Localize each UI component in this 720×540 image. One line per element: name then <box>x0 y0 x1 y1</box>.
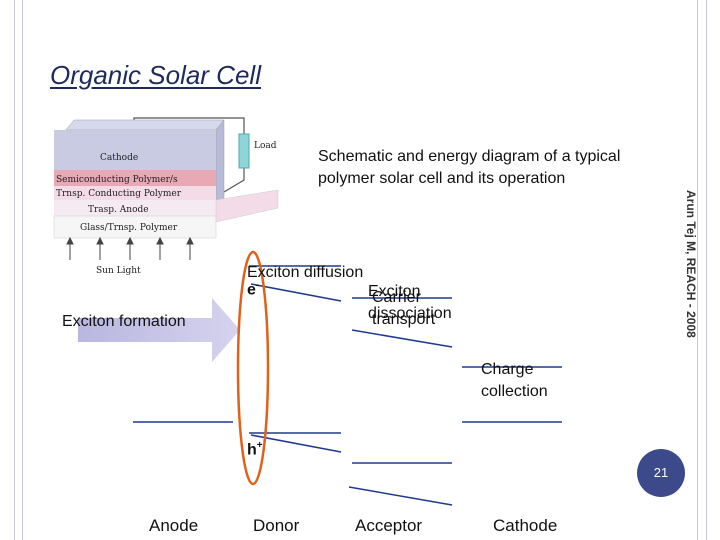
charge-collection-label-1: Charge <box>481 361 534 378</box>
column-label-donor: Donor <box>253 516 300 535</box>
column-label-acceptor: Acceptor <box>355 516 423 535</box>
load-label: Load <box>254 141 277 151</box>
electron-charge: - <box>255 280 260 291</box>
column-label-anode: Anode <box>149 516 199 535</box>
diagram-caption: Schematic and energy diagram of a typica… <box>318 148 621 188</box>
layer-label-cathode: Cathode <box>100 153 138 163</box>
exciton-diffusion-label: Exciton diffusion <box>247 264 364 281</box>
hole-charge: + <box>256 440 263 451</box>
layer-label-glass: Glass/Trnsp. Polymer <box>80 223 178 233</box>
slide-title: Organic Solar Cell <box>50 60 261 90</box>
layer-semiconducting-polymer <box>54 170 216 186</box>
column-label-cathode: Cathode <box>493 516 558 535</box>
layer-stack: Cathode Semiconducting Polymer/s Trnsp. … <box>53 119 279 239</box>
sun-light-arrows-icon <box>66 236 194 260</box>
layer-label-anode: Trasp. Anode <box>88 205 149 215</box>
carrier-transport-label-1: Carrier <box>372 289 421 306</box>
exciton-dissociation-label-2: dissociation <box>368 305 452 322</box>
donor-lumo-slope <box>250 283 342 302</box>
frame-line-left-outer <box>14 0 15 540</box>
layer-anode <box>54 200 216 216</box>
electron-symbol: e <box>247 281 256 299</box>
frame-line-left-inner <box>22 0 23 540</box>
sun-light-label: Sun Light <box>96 266 141 276</box>
layer-label-semiconducting: Semiconducting Polymer/s <box>56 175 178 185</box>
load-wire-bottom <box>223 168 245 193</box>
layer-conducting-polymer <box>54 186 216 200</box>
frame-line-right-outer <box>706 0 707 540</box>
hole-symbol: h <box>247 441 257 459</box>
electron-label: e- <box>247 280 259 300</box>
acceptor-lumo-slope <box>351 329 453 348</box>
acceptor-homo-slope <box>348 486 453 506</box>
layer-label-conducting: Trnsp. Conducting Polymer <box>56 189 182 199</box>
frame-line-right-inner <box>697 0 698 540</box>
incident-light-arrow-icon <box>78 298 240 362</box>
page-number-badge: 21 <box>637 449 685 497</box>
charge-collection-label-2: collection <box>481 383 548 400</box>
exciton-ellipse <box>236 250 270 486</box>
layer-cathode <box>54 130 216 170</box>
load-resistor-icon <box>238 133 250 169</box>
solar-cell-device-schematic: Load Cathode Semiconducting Polymer/s Tr… <box>53 117 279 276</box>
exciton-formation-label: Exciton formation <box>62 313 186 330</box>
hole-label: h+ <box>247 440 263 460</box>
layer-glass <box>53 215 217 239</box>
carrier-transport-label-2: transport <box>372 311 436 328</box>
exciton-dissociation-label-1: Exciton <box>368 283 421 300</box>
